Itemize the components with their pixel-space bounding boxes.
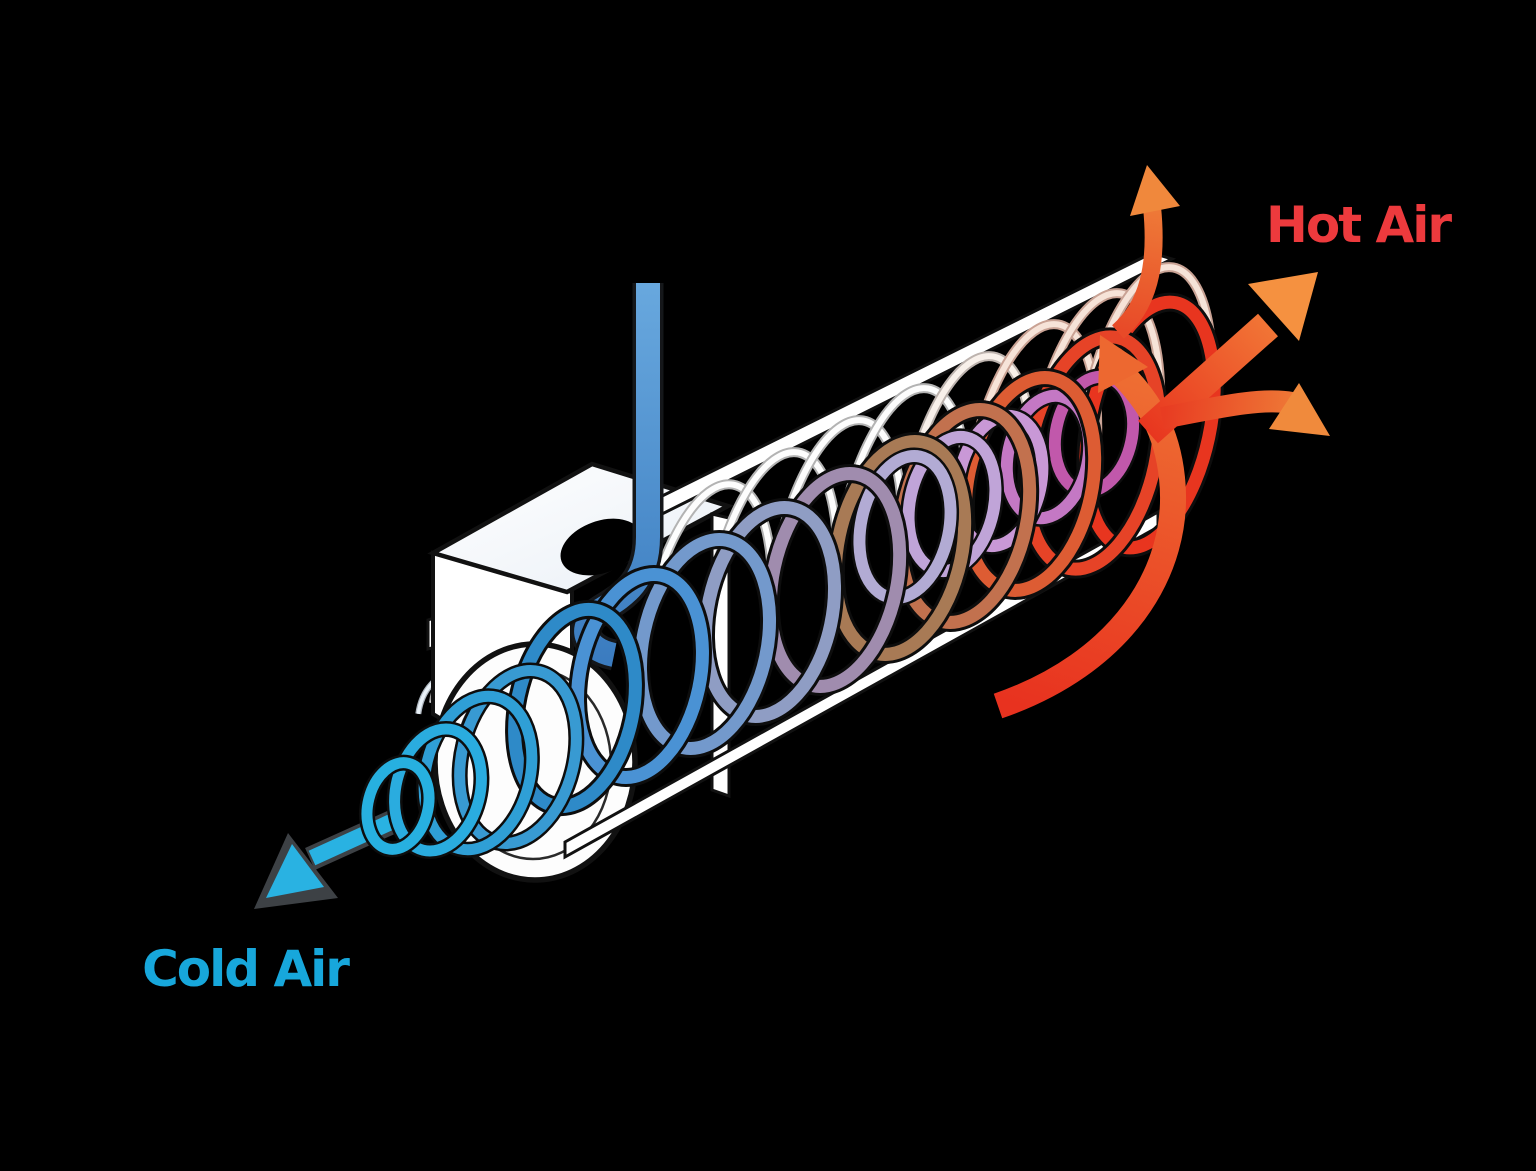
spiral-turn (416, 688, 540, 858)
inlet-hole (560, 518, 642, 576)
hot-arrow-right (1159, 383, 1330, 436)
spiral-turn (359, 754, 437, 858)
cold-air-arrow (254, 807, 406, 909)
hot-arrow-curl (993, 335, 1186, 719)
spiral-turn (386, 720, 490, 860)
hot-arrow-up (1111, 165, 1180, 339)
hot-air-arrows (993, 165, 1330, 719)
cold-air-label: Cold Air (142, 940, 350, 998)
hot-air-label: Hot Air (1266, 196, 1452, 254)
